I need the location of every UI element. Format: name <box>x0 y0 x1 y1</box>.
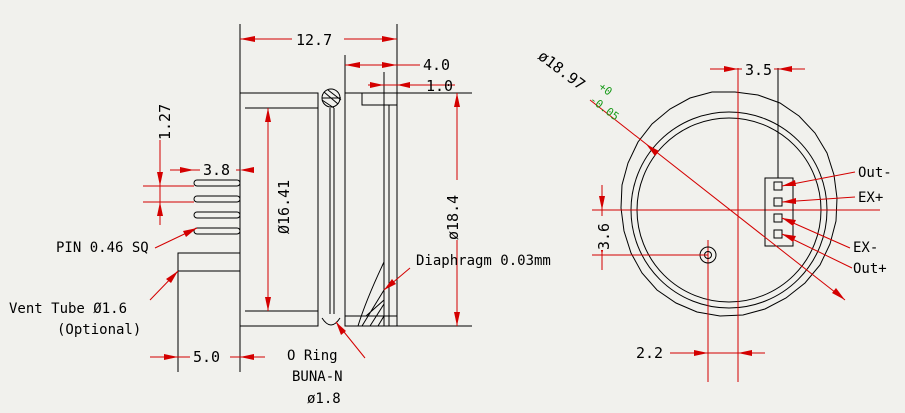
outer-polygon <box>620 91 838 317</box>
dim-front-diameter: ø18.97 <box>535 47 589 94</box>
tol-lower: -0.05 <box>587 93 621 123</box>
pin-2 <box>773 197 783 207</box>
front-view: ø18.97 +0 -0.05 3.5 3.6 2.2 Out- EX+ EX- <box>535 47 892 382</box>
pin-label-ex-minus: EX- <box>853 240 878 256</box>
dim-vent-height: 3.6 <box>595 223 613 250</box>
dim-vent-x: 2.2 <box>636 344 663 362</box>
dim-pin-pitch: 1.27 <box>156 104 174 140</box>
label-oring-line2: BUNA-N <box>292 369 343 385</box>
label-vent-line1: Vent Tube Ø1.6 <box>9 301 127 317</box>
pin-1 <box>773 181 783 191</box>
tol-upper: +0 <box>596 80 614 98</box>
pin-4 <box>773 229 783 239</box>
pin-label-out-minus: Out- <box>858 165 892 181</box>
dim-vent-offset: 5.0 <box>193 348 220 366</box>
pins <box>193 179 241 235</box>
dim-lip: 1.0 <box>426 77 453 95</box>
o-ring-hatch <box>321 89 342 109</box>
label-diaphragm: Diaphragm 0.03mm <box>416 253 551 269</box>
o-ring-bottom <box>321 317 341 326</box>
vent-tube <box>177 252 241 272</box>
pin-label-ex-plus: EX+ <box>858 190 883 206</box>
dim-pin-length: 3.8 <box>203 161 230 179</box>
diameter-leader <box>589 99 846 301</box>
label-oring-line3: ø1.8 <box>307 391 341 407</box>
dim-outer-dia: ø18.4 <box>444 195 462 240</box>
label-oring-line1: O Ring <box>287 348 338 364</box>
dim-step: 4.0 <box>423 56 450 74</box>
diaphragm-curve <box>357 261 385 327</box>
pin-label-out-plus: Out+ <box>853 261 887 277</box>
dim-inner-dia: Ø16.41 <box>275 180 293 234</box>
pin-3 <box>773 213 783 223</box>
side-view: 12.7 4.0 1.0 1.27 3.8 Ø16.41 <box>9 24 551 407</box>
diaphragm-hatch <box>361 289 385 327</box>
dim-pin-width: 3.5 <box>745 61 772 79</box>
pin-connector <box>764 177 794 247</box>
label-pin: PIN 0.46 SQ <box>56 240 149 256</box>
dim-length: 12.7 <box>296 31 332 49</box>
label-vent-line2: (Optional) <box>57 322 141 338</box>
